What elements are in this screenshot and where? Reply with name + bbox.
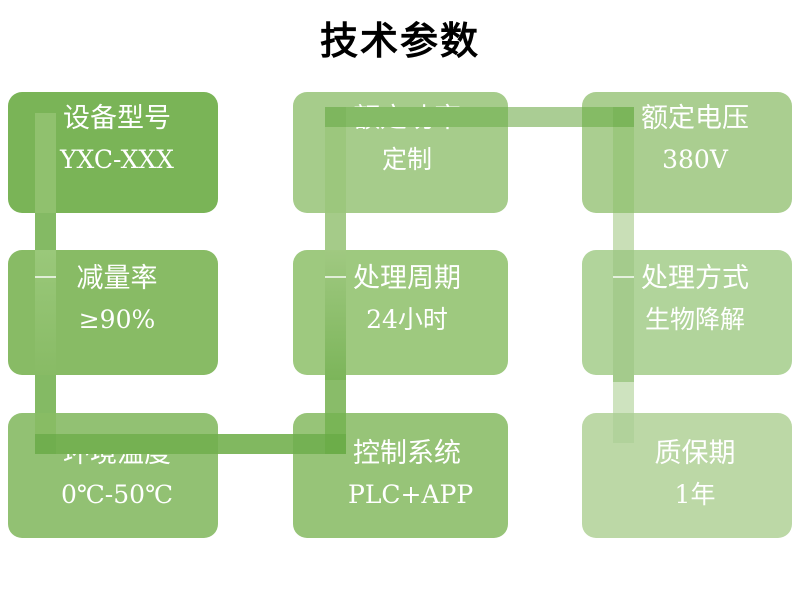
connector-segment [35,375,56,413]
item-value: 0℃-50℃ [60,480,174,509]
connector-segment [613,107,634,127]
item-value: 定制 [381,145,432,174]
item-value: 生物降解 [644,305,745,334]
connector-segment [218,434,293,454]
connector-segment [35,434,56,454]
connector-segment [325,413,346,434]
connector-segment [346,107,508,127]
item-value: 380V [662,145,728,174]
item-label: 设备型号 [63,103,171,134]
item-label: 质保期 [654,438,736,469]
connector-segment [325,250,346,380]
connector-segment [35,413,56,434]
connector-segment [325,276,346,278]
connector-segment [325,127,346,213]
connector-segment [56,434,218,454]
item-label: 减量率 [76,263,158,294]
connector-segment [325,107,346,127]
connector-segment [613,276,634,278]
connector-segment [35,113,56,213]
item-label: 处理方式 [641,263,749,294]
item-value: YXC-XXX [60,145,174,174]
connector-segment [35,276,56,278]
item-label: 额定电压 [641,103,749,134]
connector-segment [325,380,346,413]
connector-segment [35,250,56,375]
slide-title: 技术参数 [319,21,480,63]
item-value: 24小时 [366,305,448,334]
item-label: 处理周期 [353,263,461,294]
connector-segment [508,107,582,127]
item-value: 1年 [674,480,716,509]
connector-segment [613,382,634,413]
connector-segment [35,213,56,250]
item-value: ≥90% [78,305,156,334]
connector-segment [293,434,325,454]
connector-segment [325,434,346,454]
item-value: PLC+APP [348,480,474,509]
connector-segment [582,107,613,127]
connector-segment [325,213,346,250]
connector-segment [613,213,634,250]
connector-segment [613,250,634,382]
item-label: 控制系统 [353,438,461,469]
connector-segment [613,127,634,213]
connector-segment [613,413,634,443]
